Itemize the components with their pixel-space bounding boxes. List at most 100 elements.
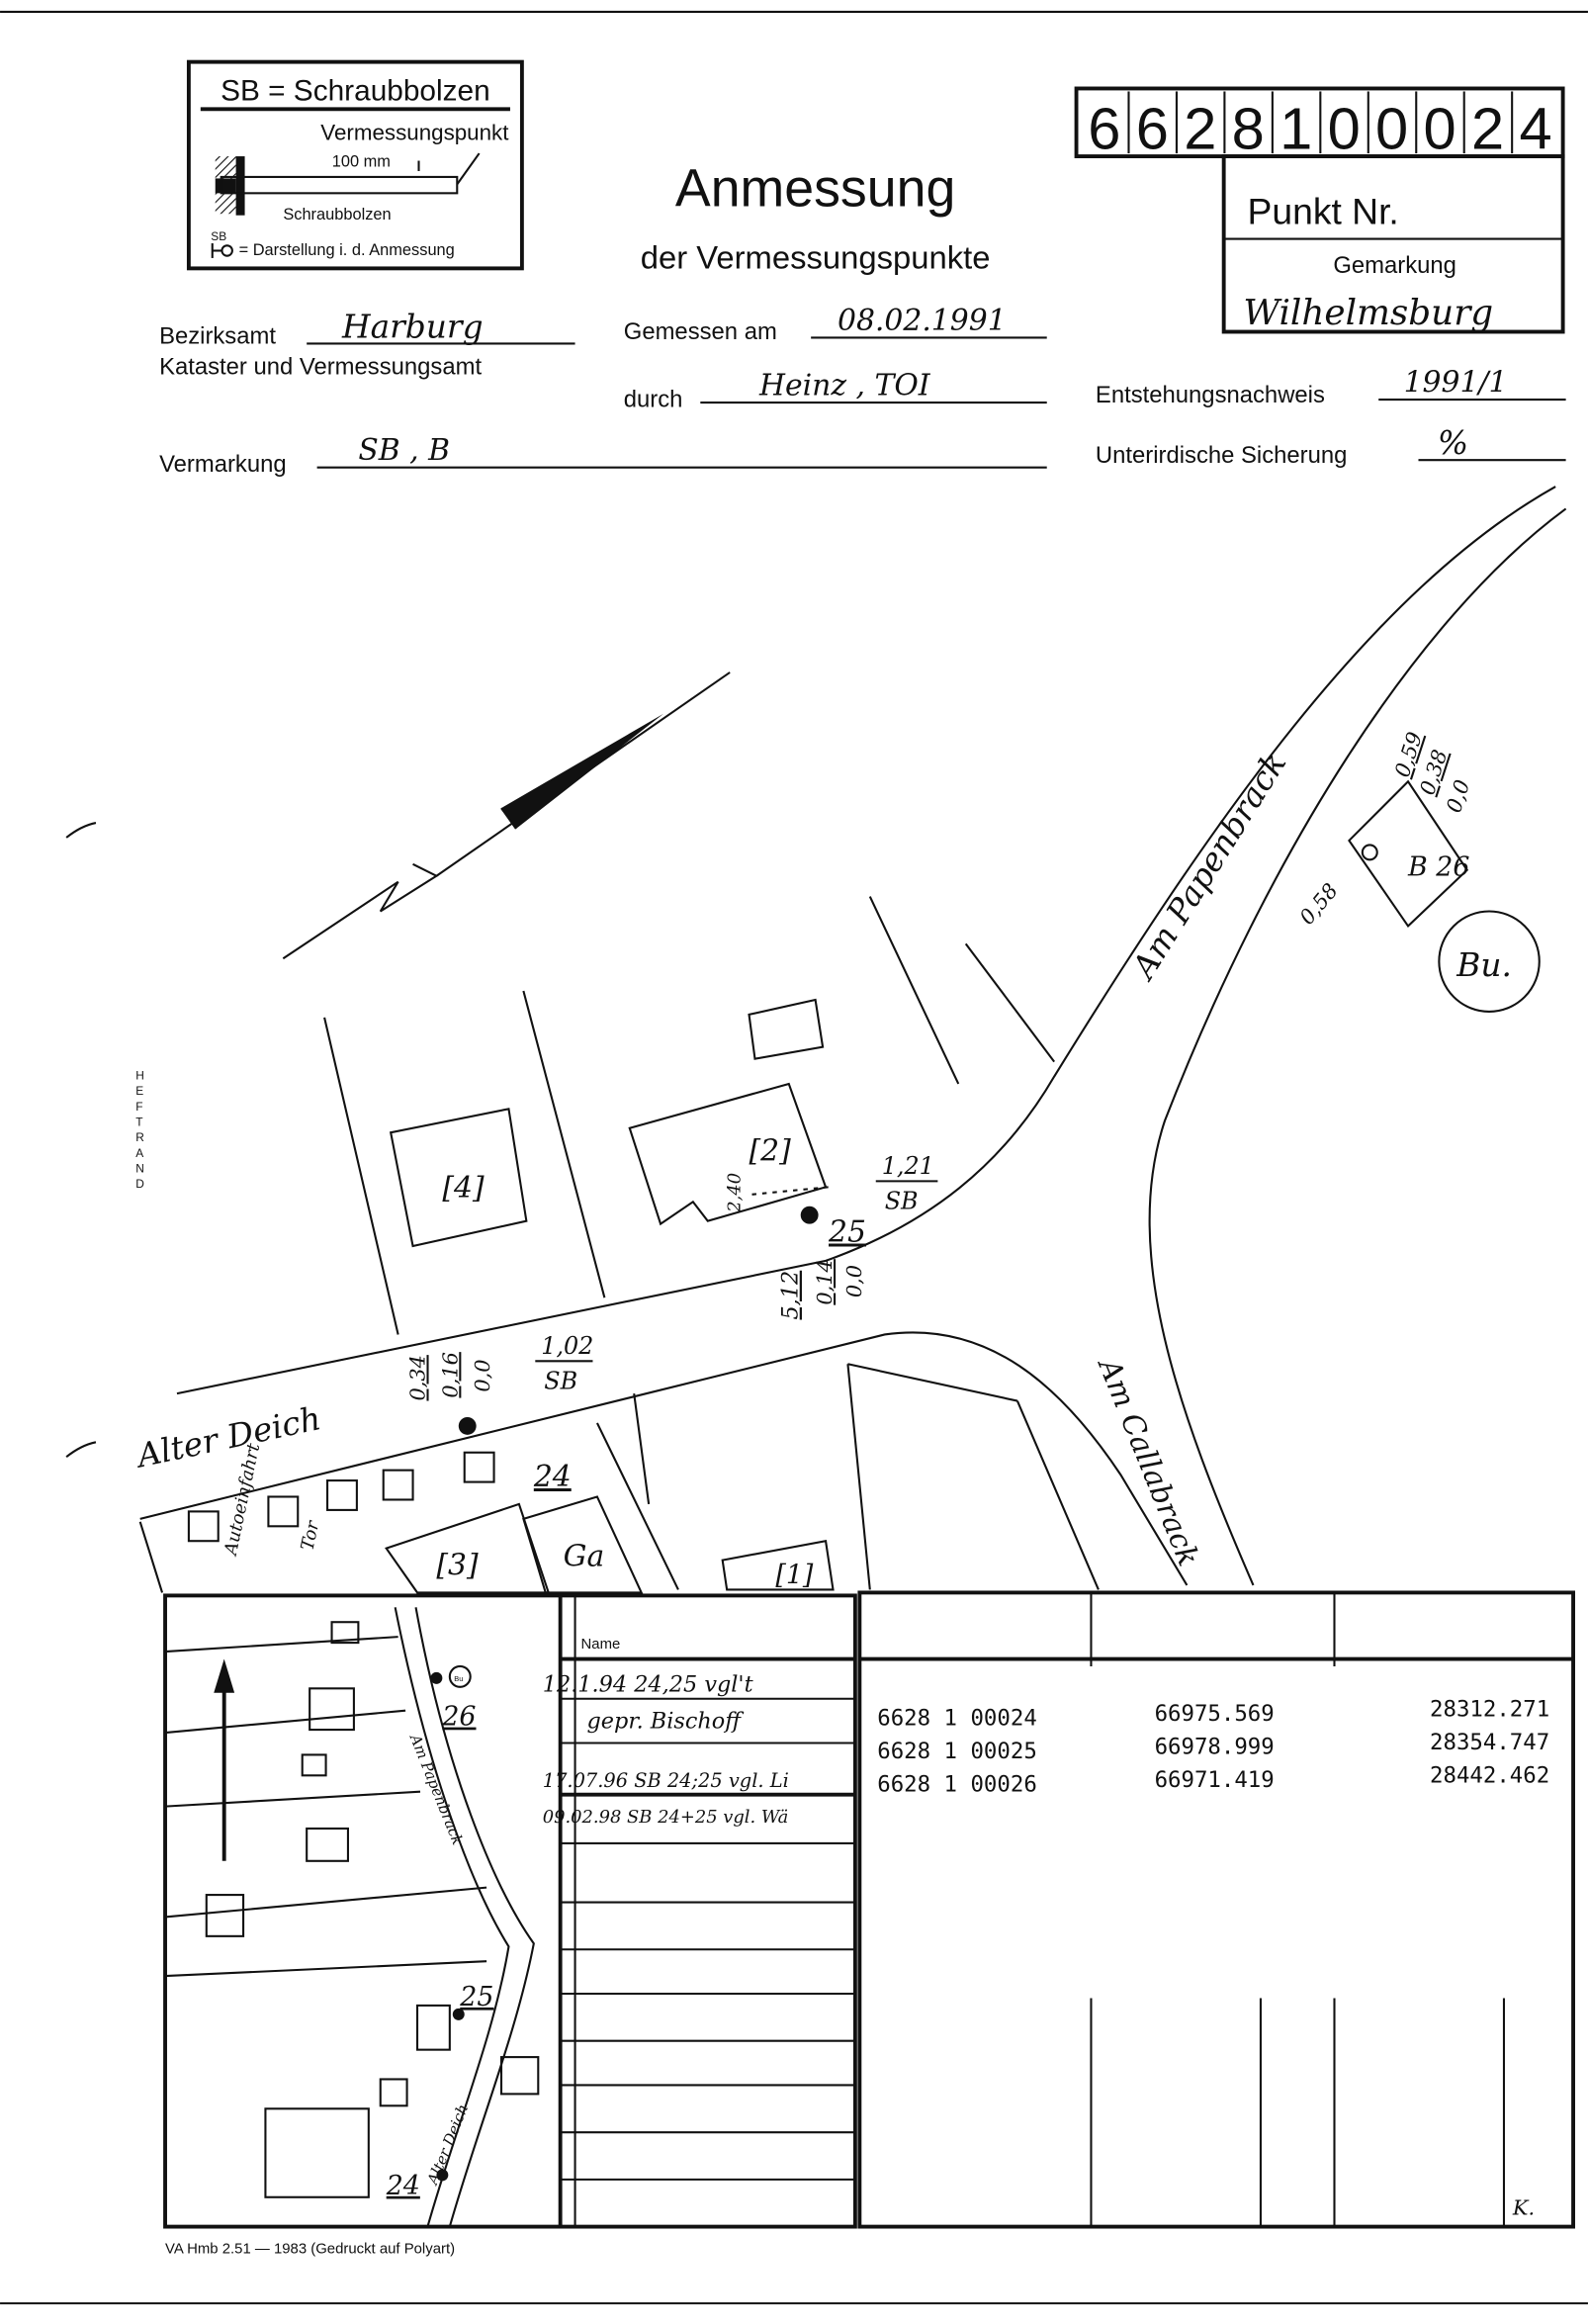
durch-label: durch: [624, 387, 683, 413]
point-26-marker: [1361, 844, 1378, 861]
bezirksamt-label: Bezirksamt: [159, 322, 276, 349]
m-25-b: SB: [885, 1188, 919, 1215]
name-entry: gepr. Bischoff: [586, 1709, 745, 1735]
street-alter-deich: Alter Deich: [132, 1399, 324, 1475]
point-number-digit: 8: [1232, 96, 1265, 162]
point-24-marker: [458, 1416, 477, 1435]
point-id: 6628 1 00024: [877, 1706, 1037, 1732]
sicherung-value: %: [1438, 424, 1468, 462]
tree-symbol: [1438, 910, 1541, 1013]
legend-symbol-abbr: SB: [211, 229, 226, 243]
label-garage: Ga: [564, 1540, 605, 1574]
label-b26: B 26: [1407, 852, 1469, 883]
survey-point-symbol-icon: [211, 243, 233, 258]
legend-box: SB = Schraubbolzen Vermessungspunkt 100 …: [186, 59, 524, 271]
m-512: 5,12: [778, 1271, 804, 1320]
point-number-digit: 2: [1184, 96, 1216, 162]
vermarkung-label: Vermarkung: [159, 451, 287, 478]
point-number-digit: 4: [1519, 96, 1551, 162]
coord-y: 28312.271: [1430, 1697, 1549, 1723]
gemessen-value: 08.02.1991: [838, 304, 1007, 338]
label-building-4: [4]: [442, 1171, 485, 1206]
name-entry: 12.1.94 24,25 vgl't: [543, 1671, 754, 1697]
m-00a: 0,0: [842, 1265, 866, 1297]
road-edge: [1148, 507, 1567, 1586]
m-034: 0,34: [405, 1355, 429, 1400]
overview-point-24: 24: [386, 2171, 420, 2201]
point-number-digit: 6: [1088, 96, 1120, 162]
coord-x: 66971.419: [1155, 1767, 1275, 1793]
location-sketch: Am Papenbrack Am Callabrack Alter Deich …: [132, 486, 1567, 1594]
north-arrow-icon: [282, 671, 731, 960]
north-arrow-icon: [214, 1658, 235, 1861]
name-column: Name 12.1.94 24,25 vgl't gepr. Bischoff …: [543, 1595, 855, 2227]
point-number-digit: 2: [1471, 96, 1504, 162]
legend-bolt: Schraubbolzen: [283, 206, 391, 223]
name-header: Name: [581, 1637, 621, 1653]
coordinate-row: 6628 1 00024 66975.569 28312.271: [877, 1697, 1549, 1732]
m-014: 0,14: [813, 1259, 837, 1304]
document-subtitle: der Vermessungspunkte: [641, 238, 991, 275]
point-id: 6628 1 00025: [877, 1739, 1037, 1764]
vermarkung-value: SB , B: [358, 433, 450, 468]
label-building-2: [2]: [750, 1134, 792, 1169]
point-number-digit: 0: [1328, 96, 1361, 162]
label-building-3: [3]: [436, 1549, 479, 1583]
road-edge: [139, 1331, 1189, 1586]
point-number-digit: 6: [1136, 96, 1169, 162]
punch-mark: [65, 1441, 97, 1459]
m-25-a: 1,21: [882, 1152, 934, 1180]
legend-title: SB = Schraubbolzen: [221, 74, 490, 107]
building-1: [721, 1539, 835, 1591]
coord-x: 66975.569: [1155, 1701, 1275, 1727]
street-papenbrack: Am Papenbrack: [1123, 746, 1293, 987]
gate-posts: [187, 1451, 495, 1543]
coordinate-row: 6628 1 00025 66978.999 28354.747: [877, 1730, 1549, 1764]
office-label: Kataster und Vermessungsamt: [159, 354, 482, 381]
building-small: [748, 998, 825, 1060]
legend-representation: = Darstellung i. d. Anmessung: [239, 241, 455, 259]
point-id: 6628 1 00026: [877, 1772, 1037, 1798]
coord-x: 66978.999: [1155, 1735, 1275, 1760]
street-callabrack: Am Callabrack: [1090, 1351, 1205, 1570]
document-title: Anmessung: [675, 159, 955, 219]
overview-point-25: 25: [459, 1982, 493, 2012]
legend-length: 100 mm: [332, 152, 391, 170]
m-00c: 0,0: [1442, 777, 1474, 816]
name-entry: 09.02.98 SB 24+25 vgl. Wä: [543, 1807, 789, 1828]
overview-point-26: 26: [441, 1702, 476, 1733]
point-25-marker: [800, 1206, 819, 1224]
form-fields: Bezirksamt Harburg Kataster und Vermessu…: [159, 304, 1566, 478]
corner-mark: K.: [1512, 2196, 1535, 2220]
gemarkung-label: Gemarkung: [1333, 252, 1456, 279]
m-00b: 0,0: [471, 1359, 494, 1391]
m-24-b: SB: [544, 1368, 577, 1395]
m-24-a: 1,02: [541, 1332, 593, 1360]
coord-y: 28354.747: [1430, 1730, 1549, 1755]
gemarkung-value: Wilhelmsburg: [1243, 293, 1493, 333]
punch-mark: [65, 822, 97, 839]
entstehung-value: 1991/1: [1404, 366, 1508, 401]
gemessen-label: Gemessen am: [624, 318, 777, 345]
form-footer: VA Hmb 2.51 — 1983 (Gedruckt auf Polyart…: [165, 2241, 455, 2257]
label-tree: Bu.: [1456, 946, 1512, 984]
durch-value: Heinz , TOI: [758, 369, 931, 403]
label-autoeinfahrt: Autoeinfahrt: [221, 1441, 265, 1559]
point-number-digit: 1: [1279, 96, 1312, 162]
overview-street-papenbrack: Am Papenbrack: [405, 1730, 467, 1847]
label-point-25: 25: [828, 1215, 866, 1250]
entstehung-label: Entstehungsnachweis: [1096, 382, 1325, 408]
point-number-digit: 0: [1424, 96, 1456, 162]
m-016: 0,16: [438, 1352, 462, 1397]
road-edge: [176, 486, 1556, 1395]
m-240: 2,40: [725, 1173, 746, 1213]
label-point-24: 24: [533, 1460, 572, 1494]
building-4: [389, 1108, 528, 1248]
garage: [522, 1495, 644, 1594]
bezirksamt-value: Harburg: [341, 308, 484, 345]
